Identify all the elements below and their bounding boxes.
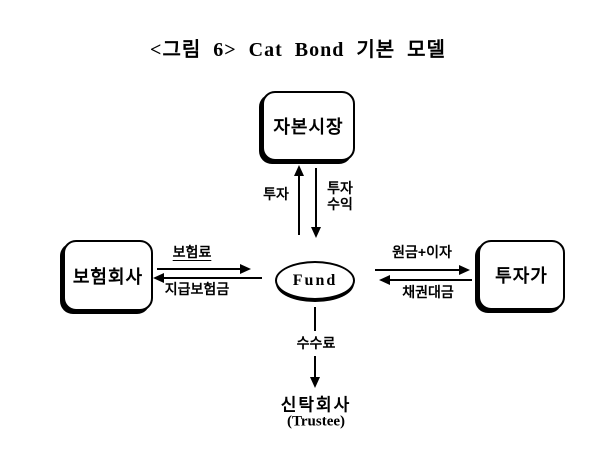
node-fund-label: Fund (292, 271, 338, 289)
figure-title: <그림 6> Cat Bond 기본 모델 (150, 39, 446, 61)
label-premium: 보험료 (172, 244, 212, 260)
arrow-line (314, 356, 316, 377)
arrow-right-icon (459, 265, 470, 275)
arrow-left-icon (153, 273, 164, 283)
arrow-right-icon (240, 264, 251, 274)
arrow-down-icon (310, 377, 320, 388)
node-trustee-label: 신탁회사 (280, 395, 352, 415)
node-investor: 투자가 (478, 240, 565, 310)
label-investment: 투자 (263, 186, 289, 202)
node-trustee-sublabel: (Trustee) (286, 413, 346, 430)
arrow-line (314, 307, 316, 331)
arrow-line (298, 176, 300, 235)
arrow-line (315, 168, 317, 227)
label-claim-payment: 지급보험금 (164, 281, 230, 297)
node-insurance-company-label: 보험회사 (72, 266, 144, 287)
label-bond-proceeds: 채권대금 (402, 284, 454, 300)
arrow-line (164, 277, 262, 279)
arrow-up-icon (294, 165, 304, 176)
node-capital-market: 자본시장 (262, 91, 355, 161)
arrow-left-icon (379, 275, 390, 285)
node-capital-market-label: 자본시장 (273, 117, 344, 137)
label-principal-interest: 원금+이자 (392, 244, 452, 260)
arrow-down-icon (311, 227, 321, 238)
label-fee: 수수료 (296, 335, 336, 351)
arrow-line (390, 279, 472, 281)
node-investor-label: 투자가 (495, 266, 548, 286)
node-insurance-company: 보험회사 (63, 240, 153, 311)
label-investment-return: 투자 수익 (327, 179, 353, 212)
arrow-line (375, 269, 459, 271)
node-fund: Fund (275, 261, 355, 300)
arrow-line (157, 268, 240, 270)
